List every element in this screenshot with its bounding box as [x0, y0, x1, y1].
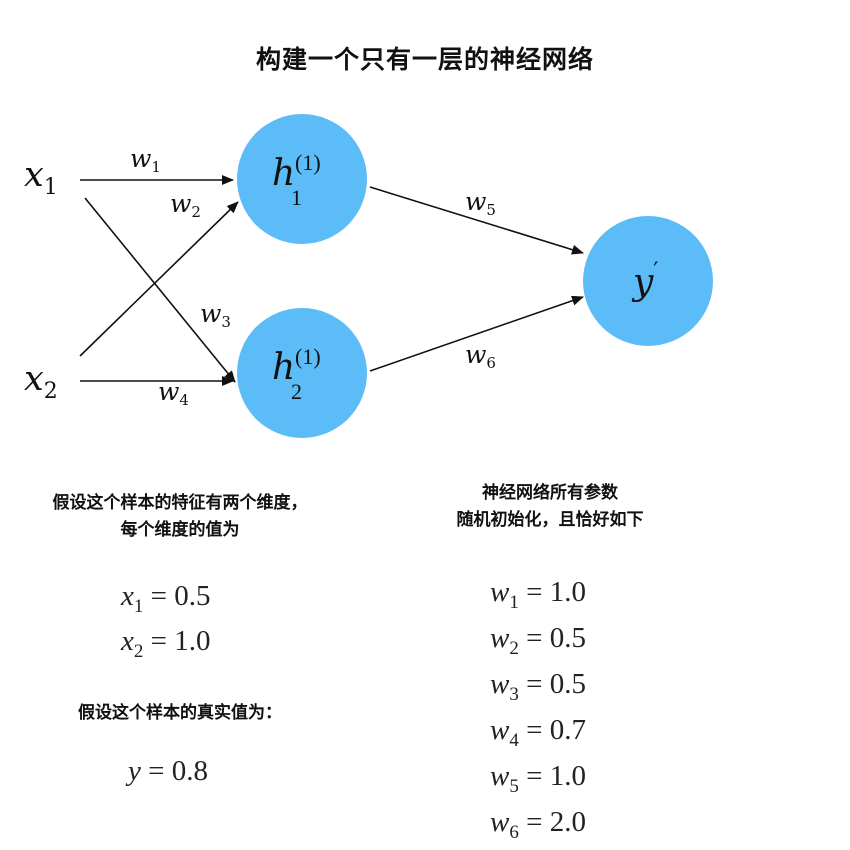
weight-w5-equation: w5 = 1.0 — [490, 760, 586, 797]
edge-label-w3: w3 — [200, 299, 231, 331]
edge-w3 — [84, 197, 236, 383]
truth-equation: y = 0.8 — [128, 755, 208, 787]
edge-w5 — [369, 186, 584, 255]
hidden-node-h1-sub: 1 — [291, 185, 302, 210]
edge-label-w1: w1 — [130, 144, 161, 176]
hidden-node-h2 — [237, 308, 367, 438]
weights-heading-line2: 随机初始化，且恰好如下 — [456, 510, 644, 530]
truth-heading: 假设这个样本的真实值为： — [78, 703, 282, 723]
edge-w2 — [79, 201, 239, 357]
edge-label-w2: w2 — [170, 189, 201, 221]
input-x2: x2 — [24, 359, 58, 404]
feature-x2-equation: x2 = 1.0 — [121, 625, 211, 662]
edge-label-w4: w4 — [158, 377, 189, 409]
weights-heading-line1: 神经网络所有参数 — [482, 483, 618, 503]
hidden-node-h1-sup: (1) — [295, 150, 321, 175]
feature-heading: 假设这个样本的特征有两个维度， 每个维度的值为 — [0, 490, 360, 544]
network-diagram: w1 w2 w3 w4 w5 w6 x1 x2 h (1) 1 h (1) 2 … — [24, 114, 713, 438]
weight-w6-equation: w6 = 2.0 — [490, 806, 586, 843]
weight-w3-equation: w3 = 0.5 — [490, 668, 586, 705]
output-node-y — [583, 216, 713, 346]
weight-w2-equation: w2 = 0.5 — [490, 622, 586, 659]
weight-w4-equation: w4 = 0.7 — [490, 714, 586, 751]
edge-label-w6: w6 — [465, 340, 496, 372]
hidden-node-h2-label: h — [272, 347, 295, 388]
hidden-node-h2-sup: (1) — [295, 344, 321, 369]
feature-heading-line1: 假设这个样本的特征有两个维度， — [52, 493, 308, 513]
weights-heading: 神经网络所有参数 随机初始化，且恰好如下 — [400, 480, 700, 534]
edge-label-w5: w5 — [465, 187, 496, 219]
edge-w6 — [369, 295, 584, 372]
weight-w1-equation: w1 = 1.0 — [490, 576, 586, 613]
hidden-node-h1 — [237, 114, 367, 244]
input-x1: x1 — [24, 155, 58, 200]
page-title: 构建一个只有一层的神经网络 — [255, 45, 594, 74]
hidden-node-h1-label: h — [272, 153, 295, 194]
feature-x1-equation: x1 = 0.5 — [121, 580, 211, 617]
hidden-node-h2-sub: 2 — [291, 379, 302, 404]
feature-heading-line2: 每个维度的值为 — [120, 520, 240, 540]
output-node-y-label: y′ — [631, 259, 658, 303]
